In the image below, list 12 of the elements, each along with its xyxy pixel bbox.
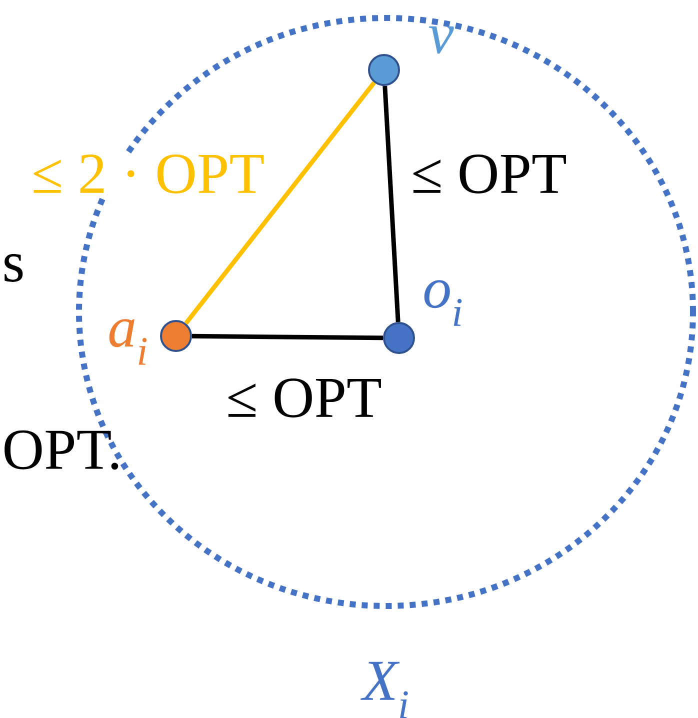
text-fragment: s (4, 254, 23, 282)
edge-label: ≤ 2 · OPT (30, 154, 266, 194)
line-segment (382, 86, 400, 322)
point-label: o$_{i}$ (424, 280, 462, 326)
edge-label: ≤ OPT (410, 154, 568, 194)
point-label: a$_{i}$ (109, 319, 147, 365)
point-label: v (428, 26, 454, 54)
text-fragment: OPT. (4, 430, 118, 470)
line-segment (184, 81, 376, 325)
edge-label: ≤ OPT (225, 378, 383, 418)
set-label: X$_{i}$ (360, 662, 408, 718)
line-segment (192, 334, 384, 340)
